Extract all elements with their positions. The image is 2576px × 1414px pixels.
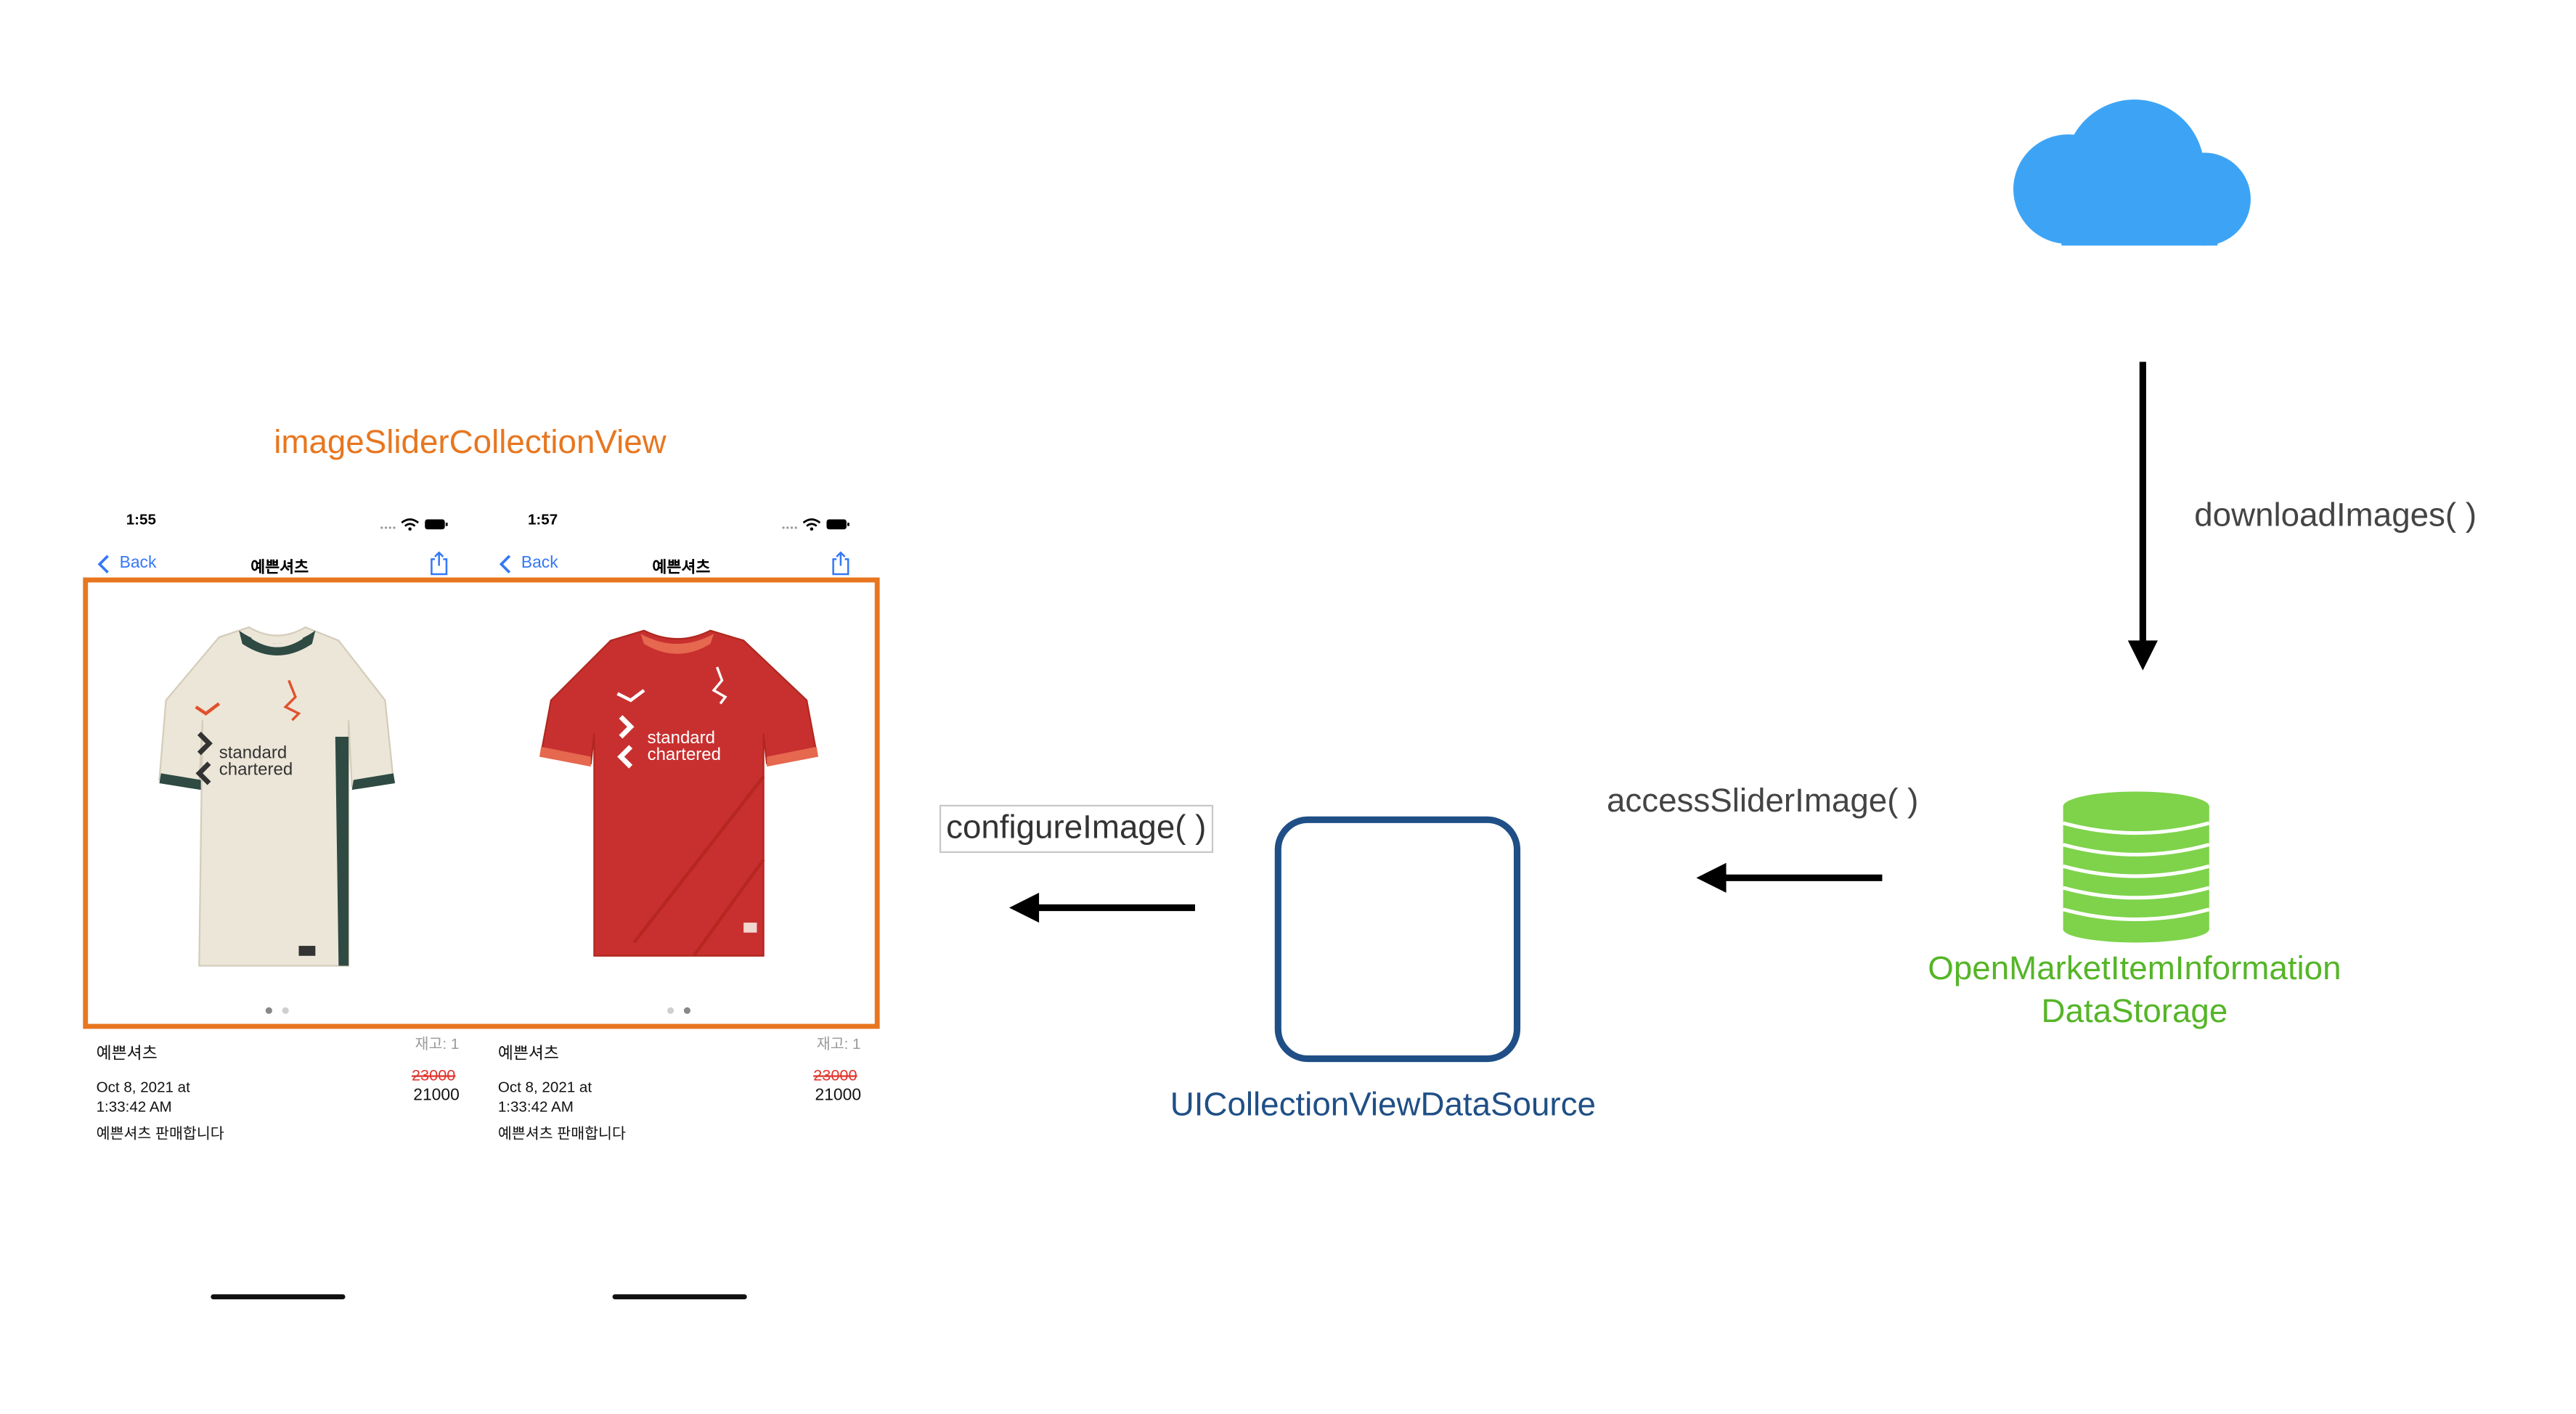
share-icon[interactable] [428, 551, 450, 584]
page-dot[interactable] [282, 1007, 289, 1014]
download-arrow [2124, 361, 2161, 685]
data-storage-label: OpenMarketItemInformation DataStorage [1905, 947, 2363, 1034]
status-time: 1:57 [527, 511, 558, 528]
sale-price: 21000 [815, 1087, 862, 1106]
date-line-2: 1:33:42 AM [96, 1098, 172, 1116]
datasource-box [1274, 816, 1521, 1063]
back-label: Back [119, 554, 157, 573]
page-dot[interactable] [667, 1007, 674, 1014]
nav-title: 예쁜셔츠 [652, 559, 711, 578]
original-price: 23000 [813, 1066, 857, 1086]
date-line-1: Oct 8, 2021 at [96, 1078, 190, 1095]
status-time: 1:55 [126, 511, 156, 528]
product-name: 예쁜셔츠 [497, 1045, 559, 1064]
stock-label: 재고: 1 [415, 1035, 460, 1053]
database-icon [2058, 787, 2214, 951]
sponsor-text: standard chartered [219, 743, 293, 780]
access-slider-image-label: accessSliderImage( ) [1606, 783, 1919, 820]
stock-label: 재고: 1 [816, 1035, 861, 1053]
configure-image-label: configureImage( ) [939, 804, 1213, 854]
sponsor-line-2: chartered [647, 745, 721, 765]
datasource-label: UICollectionViewDataSource [1170, 1087, 1596, 1124]
date-line-2: 1:33:42 AM [497, 1098, 574, 1116]
data-storage-line-2: DataStorage [2041, 994, 2228, 1031]
download-images-label: downloadImages( ) [2194, 497, 2477, 535]
image-slider-title: imageSliderCollectionView [274, 425, 667, 462]
chevron-left-icon [97, 555, 109, 573]
image-slider-collection-view[interactable] [83, 577, 880, 1029]
product-image-shirt-2: standard chartered [534, 627, 820, 974]
sale-price: 21000 [413, 1087, 460, 1106]
chevron-left-icon [499, 555, 511, 573]
home-indicator[interactable] [612, 1294, 747, 1300]
nav-title: 예쁜셔츠 [250, 559, 309, 578]
status-icons [780, 511, 853, 541]
sponsor-line-1: standard [219, 743, 288, 764]
product-name: 예쁜셔츠 [96, 1045, 158, 1064]
sponsor-line-2: chartered [219, 760, 293, 780]
page-dot-active[interactable] [683, 1007, 691, 1014]
date-line-1: Oct 8, 2021 at [497, 1078, 592, 1095]
home-indicator[interactable] [211, 1294, 346, 1300]
sponsor-text: standard chartered [648, 730, 721, 764]
page-dot-active[interactable] [265, 1007, 272, 1014]
back-label: Back [521, 554, 558, 573]
configure-arrow [1006, 889, 1198, 934]
original-price: 23000 [411, 1066, 456, 1086]
sponsor-line-1: standard [647, 728, 716, 749]
product-image-shirt-1: standard chartered [152, 621, 402, 981]
cloud-icon [2012, 97, 2261, 258]
share-icon[interactable] [830, 551, 852, 584]
description: 예쁜셔츠 판매합니다 [96, 1124, 224, 1142]
status-icons [378, 511, 452, 541]
access-arrow [1693, 859, 1886, 904]
data-storage-line-1: OpenMarketItemInformation [1928, 950, 2341, 988]
description: 예쁜셔츠 판매합니다 [497, 1124, 626, 1142]
